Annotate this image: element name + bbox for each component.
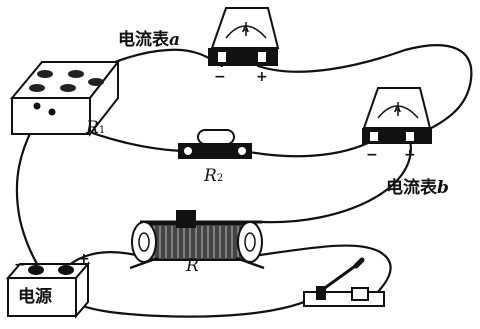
resistance-box-r1 <box>9 59 121 137</box>
ammeter-b-negative: − <box>366 147 378 163</box>
knife-switch <box>303 257 385 307</box>
ammeter-b-unit: A <box>394 105 401 115</box>
wire-ammeter-b-to-rheostat <box>260 138 412 224</box>
r1-subscript: 1 <box>98 125 106 136</box>
power-source-label: 电源 <box>18 287 52 307</box>
wire-r2-to-ammeter-b <box>242 138 376 158</box>
ammeter-a-positive: + <box>256 69 268 85</box>
r2-label: R2 <box>204 168 223 185</box>
wire-ammeter-a-to-ammeter-b <box>256 44 473 142</box>
r1-label: R1 <box>86 120 105 137</box>
rheostat-label: R <box>186 256 199 276</box>
ammeter-b-name: 电流表 <box>386 178 437 198</box>
r2-letter: R <box>204 166 217 186</box>
wire-rheostat-to-switch <box>236 244 392 298</box>
ammeter-a <box>208 7 280 66</box>
r1-letter: R <box>86 118 99 138</box>
wire-switch-to-power <box>68 294 320 318</box>
ammeter-b-suffix: b <box>437 178 449 198</box>
rheostat <box>129 210 265 270</box>
ammeter-a-negative: − <box>214 69 226 85</box>
ammeter-a-name: 电流表 <box>118 30 169 50</box>
ammeter-b-label: 电流表b <box>386 180 449 197</box>
ammeter-b-positive: + <box>404 147 416 163</box>
ammeter-a-suffix: a <box>169 30 181 50</box>
wire-r1-to-power <box>15 118 40 268</box>
power-positive: + <box>78 251 90 267</box>
power-negative: − <box>14 257 26 273</box>
power-source <box>5 261 91 319</box>
ammeter-a-label: 电流表a <box>118 32 180 49</box>
ammeter-b <box>362 87 432 144</box>
resistor-r2 <box>178 129 252 159</box>
r2-subscript: 2 <box>216 173 224 184</box>
ammeter-a-unit: A <box>242 25 249 35</box>
